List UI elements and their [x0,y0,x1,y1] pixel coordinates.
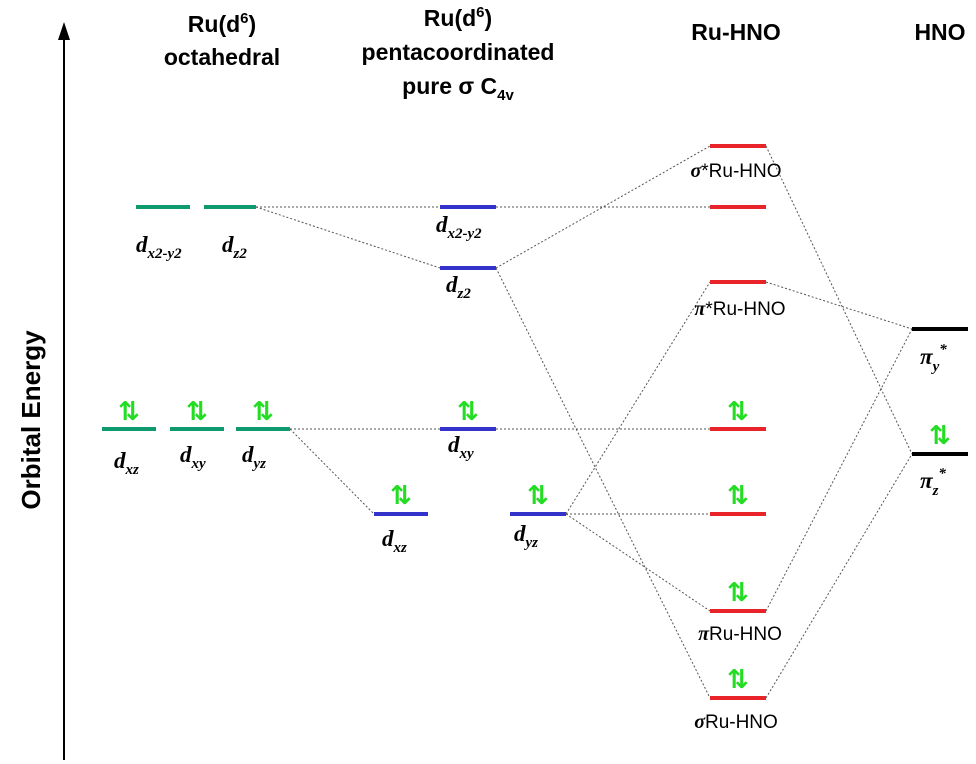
label-oct-dx2y2: dx2-y2 [136,232,182,262]
correlation-lines [255,145,913,699]
hno-levels [912,327,968,456]
label-oct-dz2: dz2 [222,232,247,262]
electron-pair-hno-piz: ⇅ [929,421,951,451]
conn-dyz-pi-star [565,281,711,515]
conn-dyz-pi [565,513,711,612]
label-pent-dxy: dxy [448,432,474,462]
pent-levels [374,205,566,516]
label-pent-dz2: dz2 [446,272,471,302]
conn-oct-eg-pent-dz2 [255,206,441,269]
label-oct-dxy: dxy [180,442,206,472]
electron-pair-oct-dxz: ⇅ [118,397,140,427]
label-sigma-star: σ*Ru-HNO [690,160,781,182]
conn-sigma-hno-piz [765,453,913,699]
conn-dz2-sigma [495,267,711,699]
label-pi: πRu-HNO [698,623,782,645]
header-pentacoordinated: Ru(d6) pentacoordinated pure σ C4v [362,4,555,104]
label-pent-dx2y2: dx2-y2 [436,212,482,242]
label-sigma: σRu-HNO [694,711,778,733]
electron-pair-complex-dyz: ⇅ [727,481,749,511]
label-oct-dyz: dyz [242,442,266,472]
electron-pair-pi: ⇅ [727,578,749,608]
header-hno: HNO [914,19,965,45]
electron-pair-oct-dyz: ⇅ [252,397,274,427]
conn-dz2-sigma-star [495,145,711,269]
axis-label: Orbital Energy [16,330,46,510]
label-pent-dyz: dyz [514,521,538,551]
complex-levels [710,144,766,700]
label-oct-dxz: dxz [114,448,139,478]
electron-pair-pent-dyz: ⇅ [527,481,549,511]
electron-pairs: ⇅ ⇅ ⇅ ⇅ ⇅ ⇅ ⇅ ⇅ ⇅ ⇅ ⇅ [118,397,951,695]
header-octahedral: Ru(d6) octahedral [164,10,280,70]
conn-pi-star-hno-piy [765,281,913,330]
electron-pair-complex-dxy: ⇅ [727,397,749,427]
label-hno-piy: πy* [920,342,947,375]
header-pent-line1: Ru(d6) [424,4,492,31]
header-pent-line2: pentacoordinated [362,39,555,65]
electron-pair-sigma: ⇅ [727,665,749,695]
electron-pair-oct-dxy: ⇅ [186,397,208,427]
label-pi-star: π*Ru-HNO [694,298,785,320]
header-pent-line3: pure σ C4v [402,73,514,104]
conn-pi-hno-piy [765,328,913,612]
label-pent-dxz: dxz [382,526,407,556]
electron-pair-pent-dxz: ⇅ [390,481,412,511]
conn-oct-t2g-pent-dxz [289,428,375,515]
electron-pair-pent-dxy: ⇅ [457,397,479,427]
energy-axis-arrowhead [58,22,70,40]
conn-sigma-star-hno-piz [765,145,913,455]
header-octahedral-line2: octahedral [164,44,280,70]
header-octahedral-line1: Ru(d6) [188,10,256,37]
label-hno-piz: πz* [920,466,946,499]
octahedral-levels [102,205,290,431]
header-ru-hno: Ru-HNO [691,19,780,45]
